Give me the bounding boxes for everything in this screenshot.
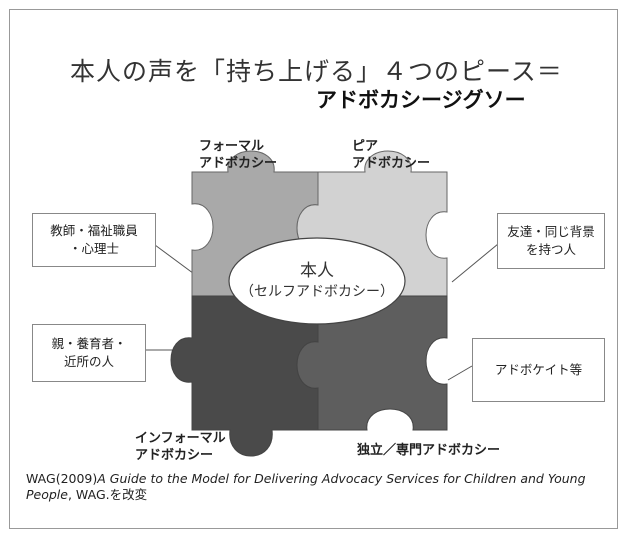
citation-suffix: , WAG.を改変 (67, 487, 148, 502)
callout-friends-line1: 友達・同じ背景 (507, 224, 595, 239)
label-formal-line2: アドボカシー (199, 156, 278, 171)
label-formal-line1: フォーマル (199, 139, 265, 154)
citation-title: A Guide to the Model for Delivering Advo… (26, 471, 586, 502)
citation-prefix: WAG(2009) (26, 471, 98, 486)
connector-friends (451, 243, 499, 283)
center-subtitle: （セルフアドボカシー） (240, 284, 394, 300)
label-peer-line1: ピア (352, 139, 379, 154)
callout-teachers-line1: 教師・福祉職員 (50, 223, 138, 238)
label-informal-line2: アドボカシー (135, 448, 214, 463)
citation: WAG(2009)A Guide to the Model for Delive… (26, 471, 606, 503)
label-peer: ピア アドボカシー (352, 138, 430, 172)
center-ellipse (228, 237, 406, 325)
label-informal-line1: インフォーマル (135, 431, 226, 446)
label-informal: インフォーマル アドボカシー (135, 430, 226, 464)
label-formal: フォーマル アドボカシー (199, 138, 277, 172)
piece-independent (296, 295, 448, 431)
callout-parents: 親・養育者・ 近所の人 (32, 324, 146, 382)
label-peer-line2: アドボカシー (352, 156, 431, 171)
slide-title-line1: 本人の声を「持ち上げる」４つのピース＝ (70, 57, 563, 86)
callout-friends: 友達・同じ背景 を持つ人 (497, 213, 605, 269)
callout-teachers-line2: ・心理士 (68, 241, 119, 256)
callout-advocates: アドボケイト等 (472, 338, 605, 402)
piece-independent-shape (296, 295, 448, 431)
label-independent: 独立／専門アドボカシー (357, 443, 501, 458)
callout-friends-line2: を持つ人 (525, 242, 576, 257)
callout-parents-line2: 近所の人 (63, 354, 114, 369)
center-title: 本人 (300, 261, 334, 281)
callout-advocates-text: アドボケイト等 (494, 362, 583, 377)
slide-title-line2: アドボカシージグソー (316, 88, 526, 112)
callout-parents-line1: 親・養育者・ (51, 336, 127, 351)
callout-teachers: 教師・福祉職員 ・心理士 (32, 213, 156, 267)
connector-advocates (447, 365, 473, 381)
